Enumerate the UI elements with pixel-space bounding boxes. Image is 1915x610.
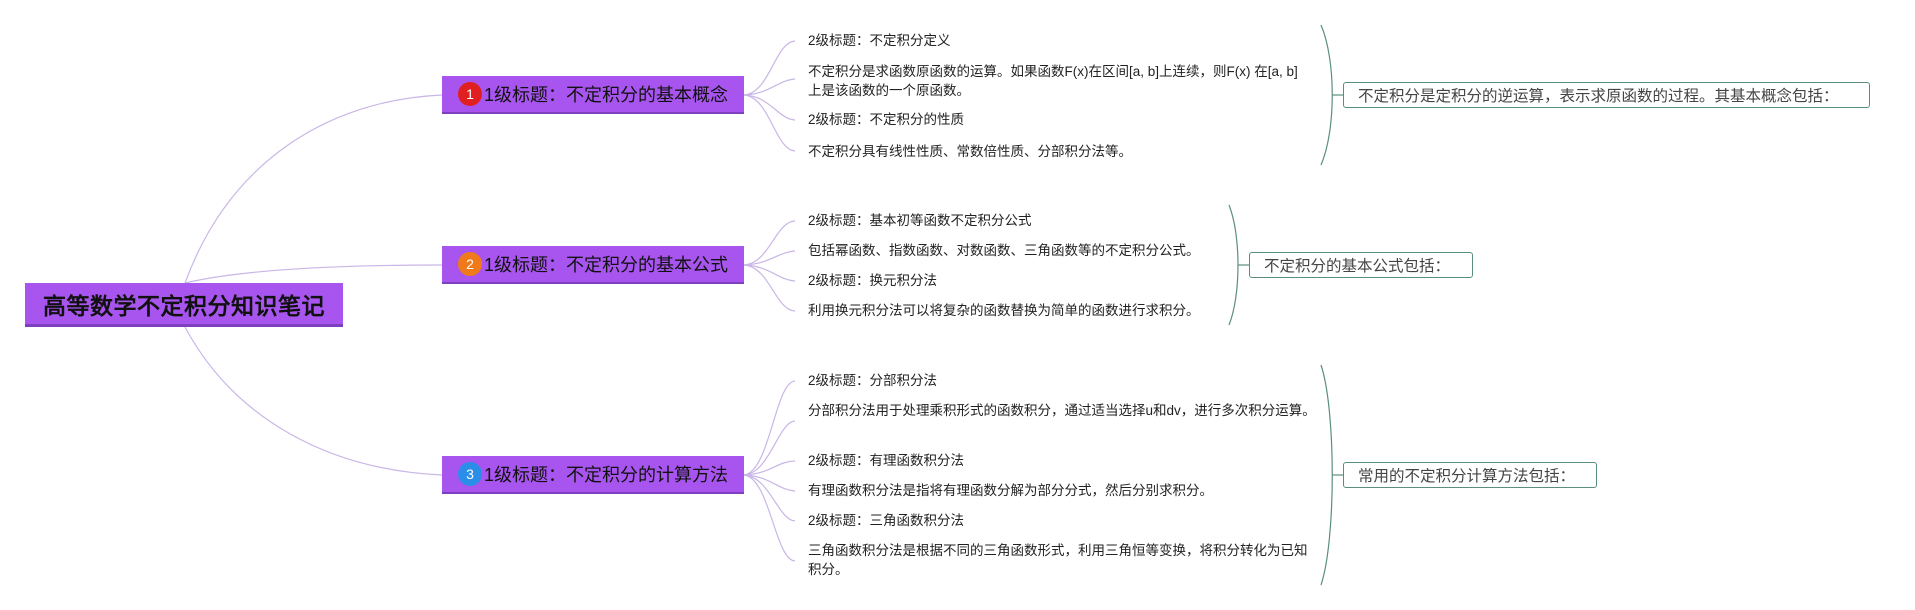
subtopic-text[interactable]: 利用换元积分法可以将复杂的函数替换为简单的函数进行求积分。 (808, 303, 1200, 318)
summary-1[interactable]: 不定积分是定积分的逆运算，表示求原函数的过程。其基本概念包括： (1343, 82, 1870, 108)
summary-bracket-3 (1320, 364, 1333, 586)
subtopic-heading[interactable]: 2级标题：基本初等函数不定积分公式 (808, 213, 1032, 228)
topic-2[interactable]: 2 1级标题：不定积分的基本公式 (442, 246, 744, 284)
connector-topic3-item (743, 420, 796, 476)
root-topic-label: 高等数学不定积分知识笔记 (43, 292, 325, 319)
connector-topic3-item (743, 474, 796, 492)
subtopic-heading[interactable]: 2级标题：换元积分法 (808, 273, 938, 288)
connector-topic1-item (743, 94, 796, 121)
connector-root-topic-1 (184, 94, 443, 284)
priority-1-icon: 1 (458, 82, 482, 106)
subtopic-heading[interactable]: 2级标题：不定积分定义 (808, 33, 951, 48)
topic-2-label: 1级标题：不定积分的基本公式 (484, 255, 729, 275)
summary-1-label: 不定积分是定积分的逆运算，表示求原函数的过程。其基本概念包括： (1358, 88, 1839, 105)
connector-topic2-item (743, 264, 796, 282)
summary-bracket-2 (1228, 204, 1239, 326)
subtopic-heading[interactable]: 2级标题：三角函数积分法 (808, 513, 965, 528)
subtopic-heading[interactable]: 2级标题：不定积分的性质 (808, 112, 965, 127)
subtopic-heading[interactable]: 2级标题：有理函数积分法 (808, 453, 965, 468)
connector-topic2-item (743, 250, 796, 266)
priority-2-icon: 2 (458, 252, 482, 276)
priority-3-icon: 3 (458, 462, 482, 486)
connector-root-topic-3 (184, 326, 443, 476)
subtopic-text[interactable]: 不定积分是求函数原函数的运算。如果函数F(x)在区间[a, b]上连续，则F(x… (808, 64, 1298, 98)
topic-1[interactable]: 1 1级标题：不定积分的基本概念 (442, 76, 744, 114)
subtopic-text[interactable]: 三角函数积分法是根据不同的三角函数形式，利用三角恒等变换，将积分转化为已知积分。 (808, 543, 1308, 577)
connector-root-topic-2 (184, 264, 443, 284)
summary-bracket-1 (1320, 24, 1333, 166)
topic-3-label: 1级标题：不定积分的计算方法 (484, 465, 729, 485)
root-topic[interactable]: 高等数学不定积分知识笔记 (25, 283, 343, 327)
subtopic-text[interactable]: 有理函数积分法是指将有理函数分解为部分分式，然后分别求积分。 (808, 483, 1213, 498)
summary-2[interactable]: 不定积分的基本公式包括： (1249, 252, 1473, 278)
connector-topic3-item (743, 474, 796, 522)
connector-topic3-item (743, 460, 796, 476)
connector-topic3-item (743, 380, 796, 476)
connector-topic3-item (743, 474, 796, 562)
connector-topic2-item (743, 264, 796, 312)
connector-topic1-item (743, 78, 796, 96)
connector-topic2-item (743, 220, 796, 266)
connector-topic1-item (743, 94, 796, 152)
topic-1-label: 1级标题：不定积分的基本概念 (484, 85, 729, 105)
summary-2-label: 不定积分的基本公式包括： (1264, 258, 1451, 275)
connector-topic1-item (743, 40, 796, 96)
summary-3[interactable]: 常用的不定积分计算方法包括： (1343, 462, 1597, 488)
subtopic-text[interactable]: 包括幂函数、指数函数、对数函数、三角函数等的不定积分公式。 (808, 243, 1200, 258)
topic-3[interactable]: 3 1级标题：不定积分的计算方法 (442, 456, 744, 494)
subtopic-text[interactable]: 不定积分具有线性性质、常数倍性质、分部积分法等。 (808, 144, 1132, 159)
subtopic-heading[interactable]: 2级标题：分部积分法 (808, 373, 938, 388)
subtopic-text[interactable]: 分部积分法用于处理乘积形式的函数积分，通过适当选择u和dv，进行多次积分运算。 (808, 403, 1316, 418)
summary-3-label: 常用的不定积分计算方法包括： (1358, 468, 1576, 485)
